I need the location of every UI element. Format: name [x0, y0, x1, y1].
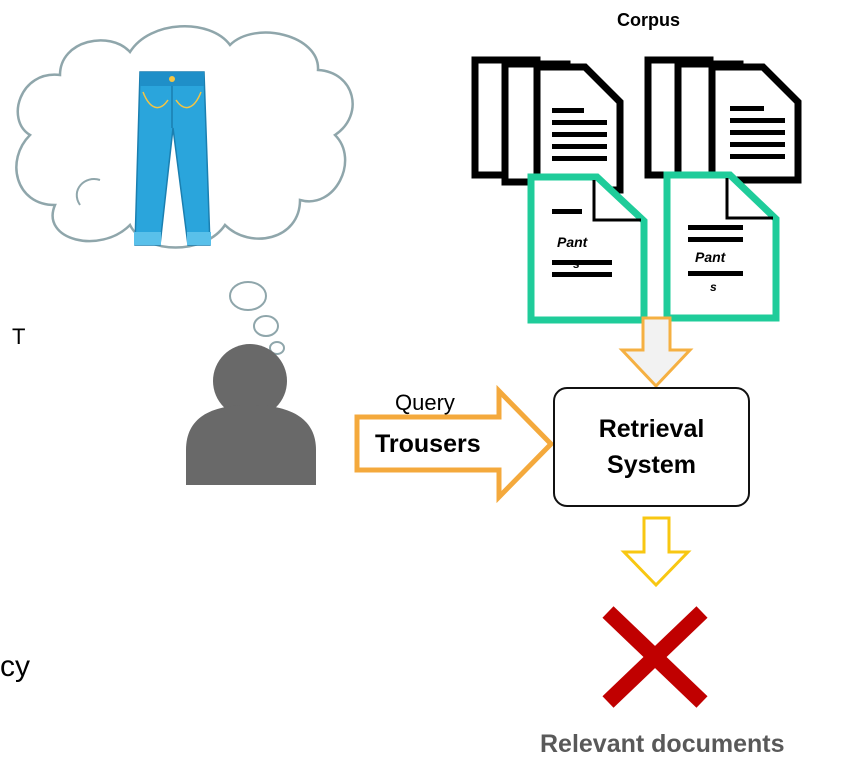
- system-label-line2: System: [607, 451, 696, 479]
- jeans-icon: [134, 71, 211, 246]
- document-icon: [663, 171, 780, 322]
- cross-icon: [602, 606, 708, 708]
- document-icon: [471, 56, 624, 194]
- side-letters-cy: cy: [0, 650, 30, 683]
- system-label-line1: Retrieval: [598, 415, 705, 443]
- document-icon: [527, 173, 648, 324]
- doc-word-right-2: s: [710, 280, 717, 294]
- query-term: Trousers: [375, 430, 481, 458]
- corpus-label: Corpus: [617, 10, 680, 30]
- doc-word-left-2: s: [573, 257, 580, 271]
- query-arrow: [354, 384, 555, 504]
- result-label: Relevant documents: [540, 730, 785, 758]
- user-icon: [186, 344, 316, 485]
- side-letter-t: T: [12, 324, 26, 349]
- doc-word-right-1: Pant: [695, 249, 726, 265]
- query-label: Query: [395, 390, 455, 415]
- result-arrow: [620, 516, 692, 588]
- document-icon: [644, 56, 802, 186]
- corpus-arrow: [618, 316, 694, 389]
- retrieval-system-box: Retrieval System: [553, 387, 750, 507]
- doc-word-left-1: Pant: [557, 234, 588, 250]
